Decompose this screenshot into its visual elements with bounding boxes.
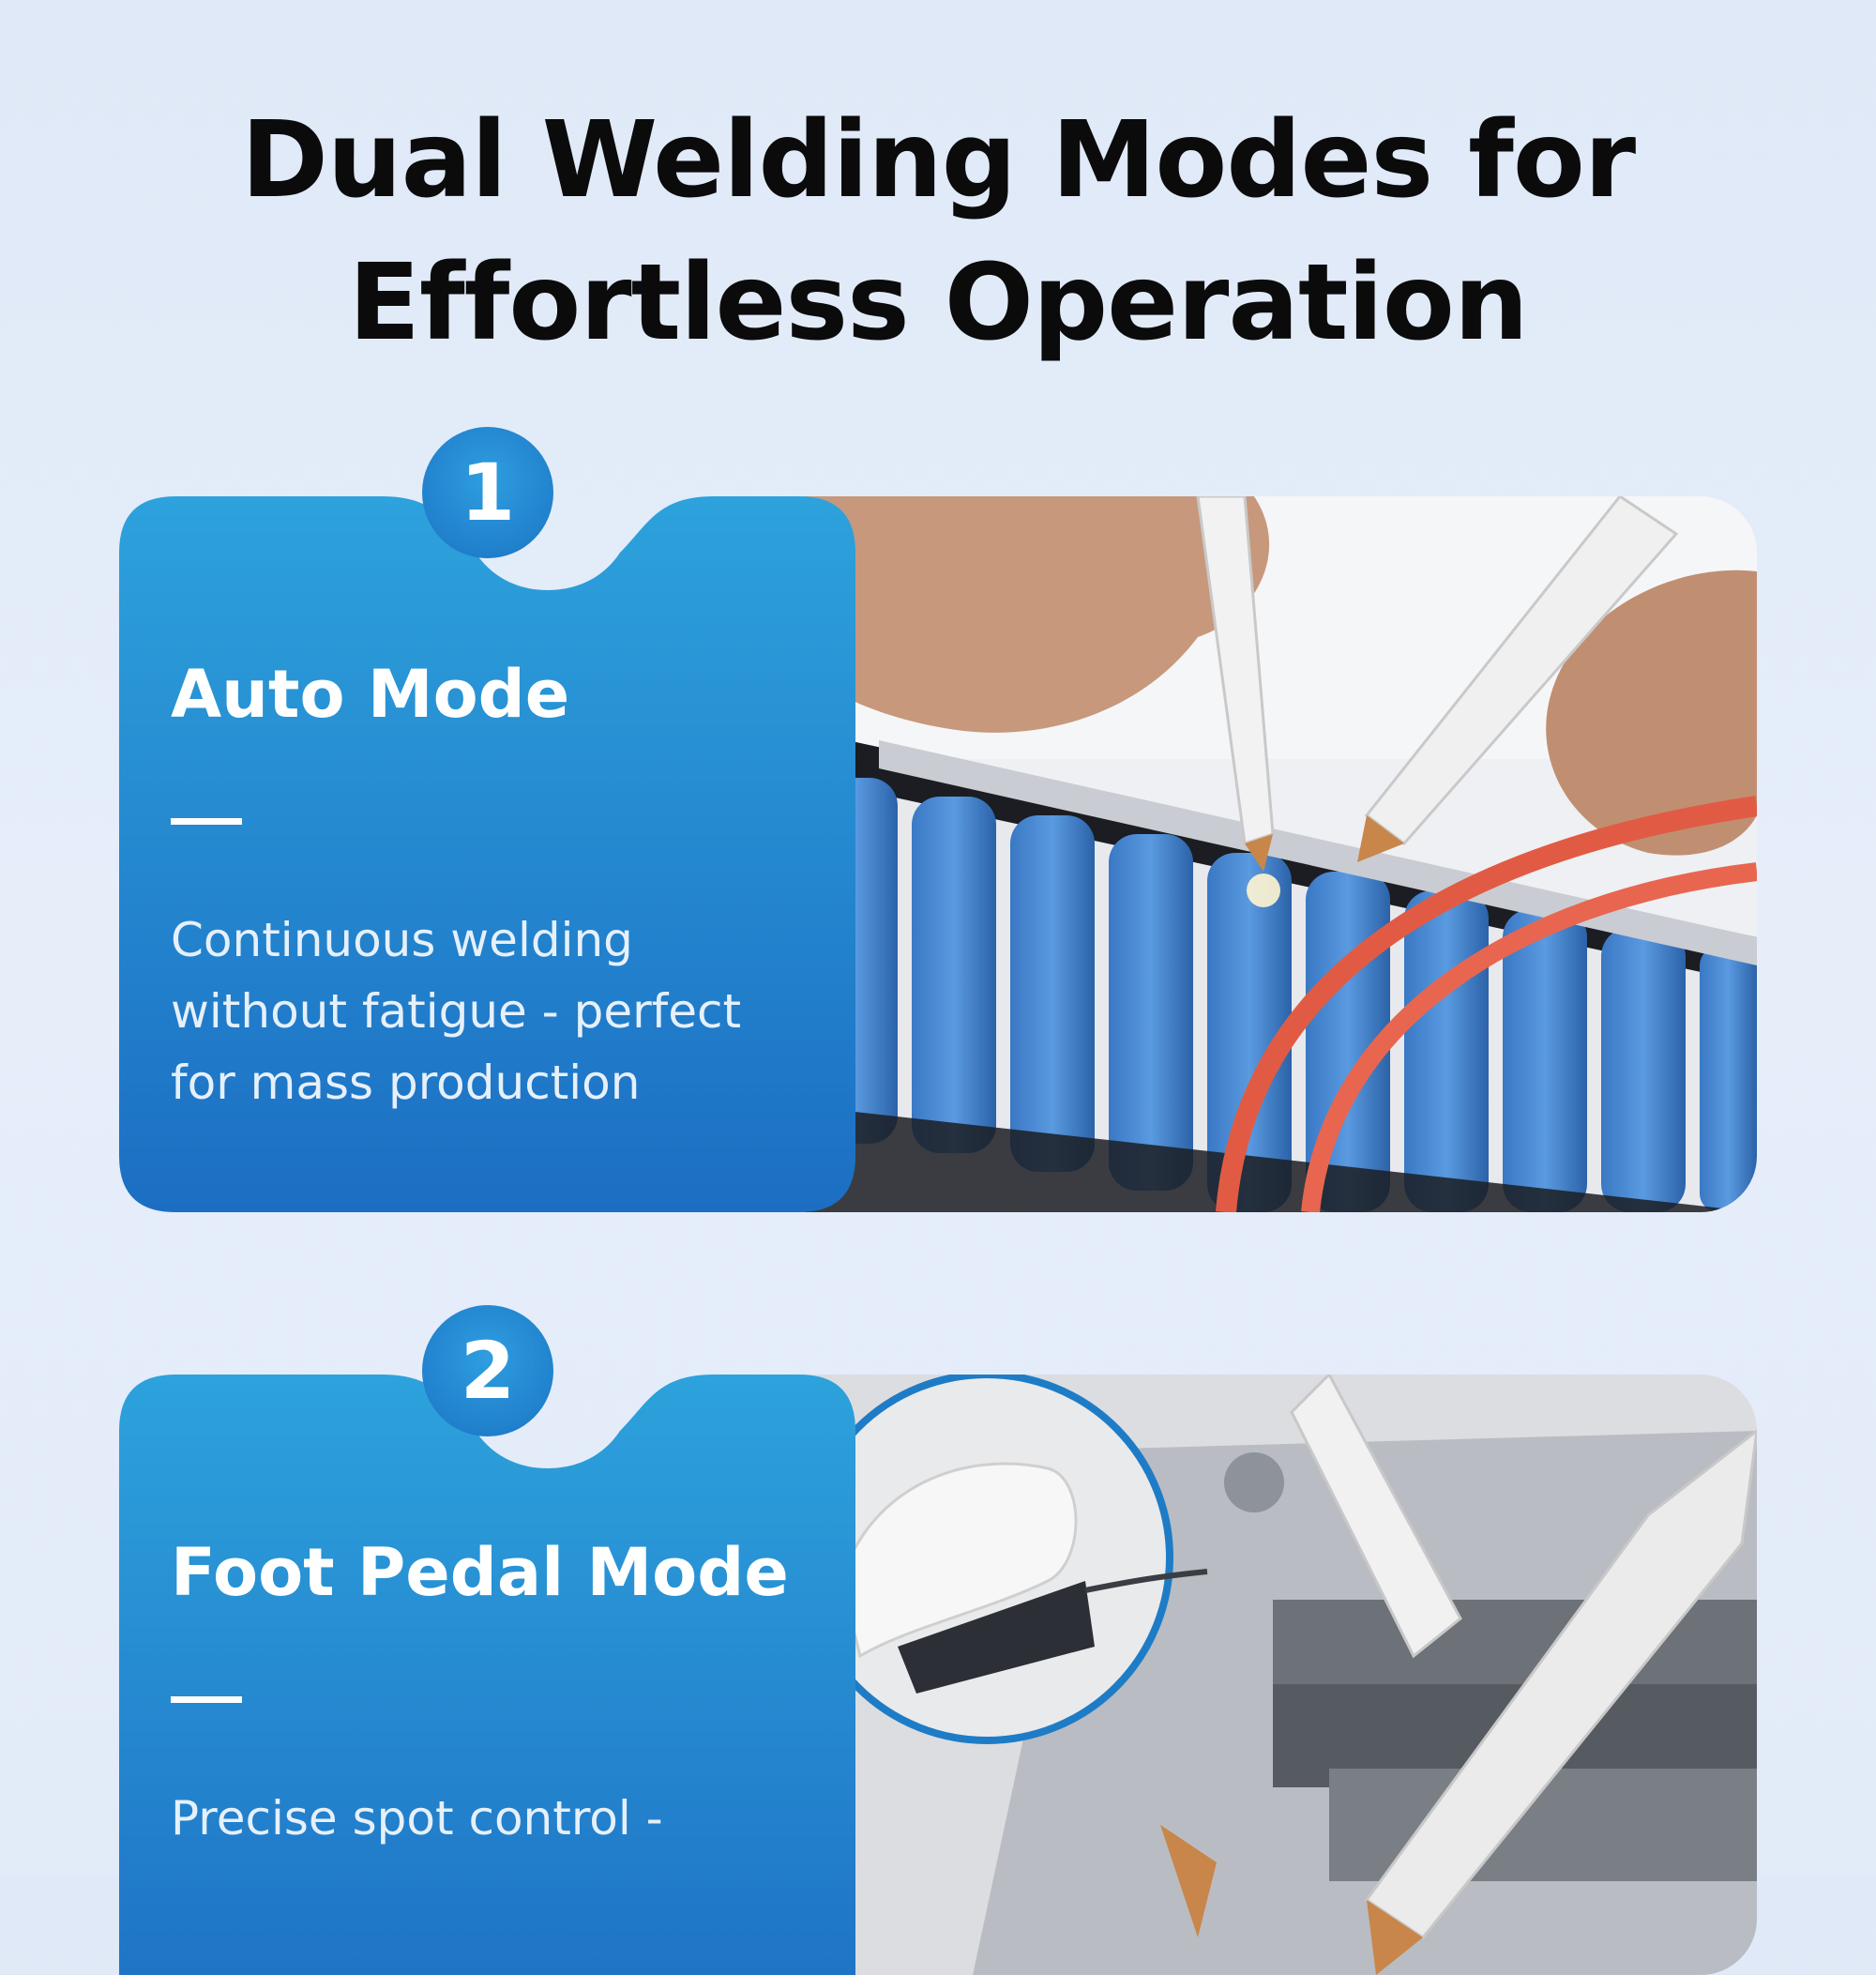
title-divider <box>171 1696 242 1703</box>
foot-pedal-mode-card: Foot Pedal Mode Precise spot control - <box>119 1375 1757 1975</box>
foot-pedal-mode-title: Foot Pedal Mode <box>171 1534 789 1611</box>
foot-pedal-desc-line-1: Precise spot control - <box>171 1791 663 1846</box>
foot-pedal-mode-description: Precise spot control - <box>171 1783 780 1854</box>
auto-mode-photo <box>804 496 1757 1212</box>
right-hand <box>1546 570 1757 856</box>
auto-mode-panel: Auto Mode Continuous welding without fat… <box>119 496 855 1212</box>
mode-number-badge-1: 1 <box>422 427 553 558</box>
auto-mode-panel-shape <box>119 496 855 1212</box>
foot-pedal-photo <box>804 1375 1757 1975</box>
page-headline: Dual Welding Modes for Effortless Operat… <box>0 89 1876 374</box>
auto-mode-desc-line-3: for mass production <box>171 1056 641 1110</box>
mode-number-badge-2: 2 <box>422 1305 553 1436</box>
headline-line-1: Dual Welding Modes for <box>240 99 1636 221</box>
auto-mode-description: Continuous welding without fatigue - per… <box>171 904 780 1118</box>
left-hand <box>804 496 1270 733</box>
auto-mode-card: Auto Mode Continuous welding without fat… <box>119 496 1757 1212</box>
auto-mode-title: Auto Mode <box>171 656 570 733</box>
headline-line-2: Effortless Operation <box>348 242 1528 364</box>
foot-pedal-illustration <box>804 1375 1757 1975</box>
auto-mode-desc-line-1: Continuous welding <box>171 913 633 967</box>
battery-welding-illustration <box>804 496 1757 1212</box>
foot-pedal-panel: Foot Pedal Mode Precise spot control - <box>119 1375 855 1975</box>
title-divider <box>171 818 242 825</box>
foot-pedal-panel-shape <box>119 1375 855 1975</box>
auto-mode-desc-line-2: without fatigue - perfect <box>171 984 742 1039</box>
